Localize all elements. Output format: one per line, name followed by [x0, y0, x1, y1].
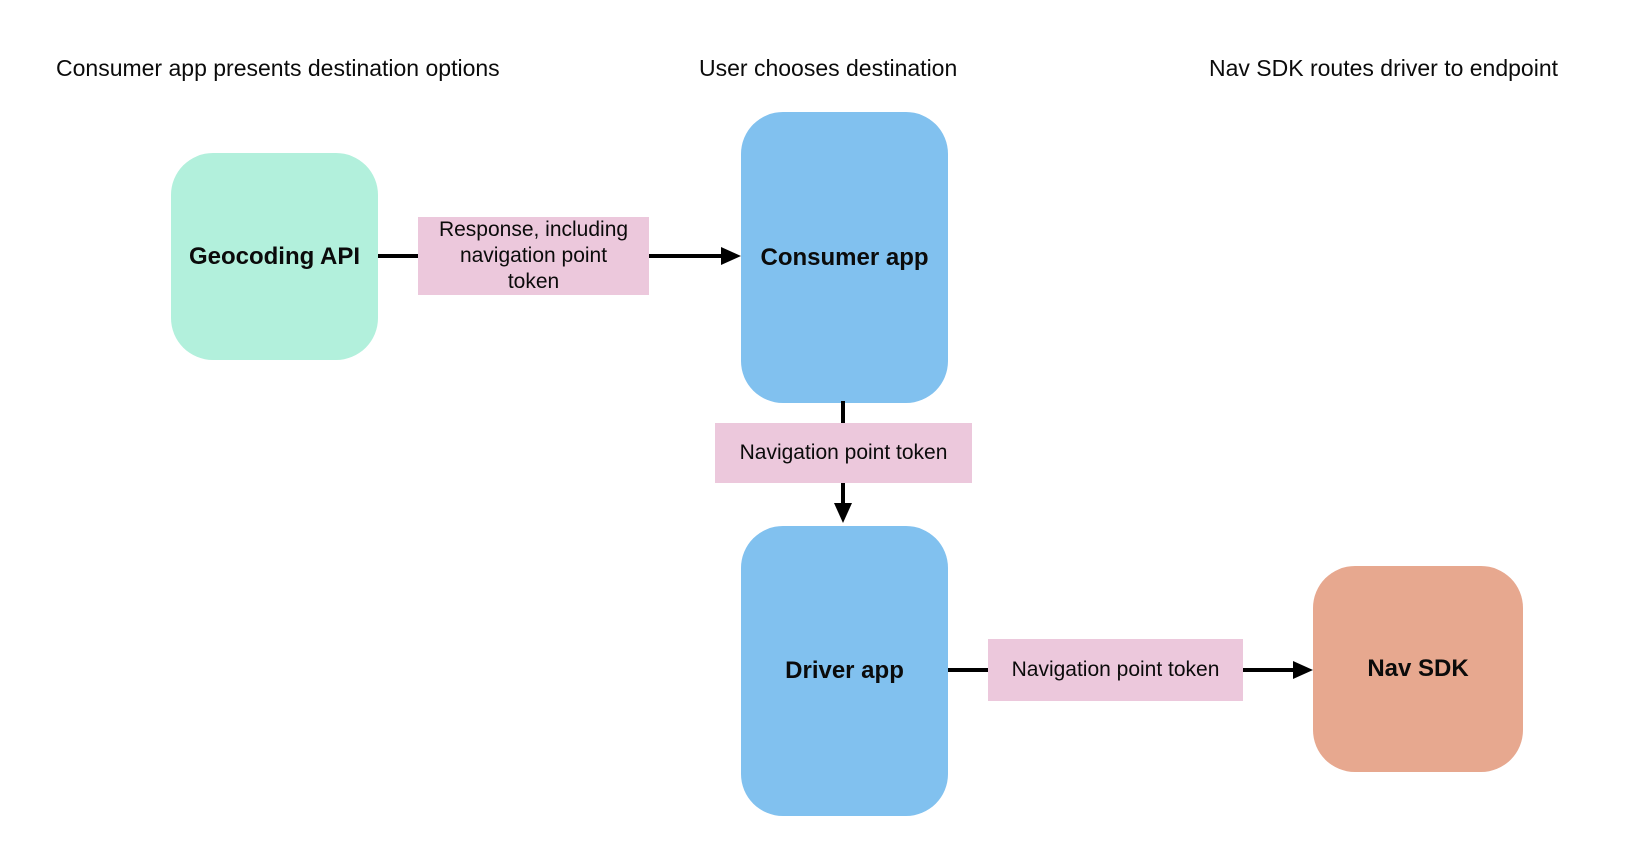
edge2-arrowhead-down-icon	[834, 503, 852, 523]
edge2-label: Navigation point token	[715, 423, 972, 483]
node-driver-app: Driver app	[741, 526, 948, 816]
node-geocoding-api: Geocoding API	[171, 153, 378, 360]
node-geocoding-api-label: Geocoding API	[188, 242, 361, 270]
stage-label-user-chooses: User chooses destination	[699, 55, 958, 81]
edge3-arrowhead-right-icon	[1293, 661, 1313, 679]
node-nav-sdk-label: Nav SDK	[1367, 655, 1469, 682]
edge1-line-start	[378, 254, 418, 258]
stage-label-consumer-presents: Consumer app presents destination option…	[56, 55, 500, 81]
node-nav-sdk: Nav SDK	[1313, 566, 1523, 772]
edge3-label: Navigation point token	[988, 639, 1243, 701]
node-consumer-app-label: Consumer app	[760, 243, 929, 271]
stage-label-nav-sdk-routes: Nav SDK routes driver to endpoint	[1209, 55, 1559, 81]
node-driver-app-label: Driver app	[785, 657, 904, 684]
edge1-arrowhead-right-icon	[721, 247, 741, 265]
edge3-line-end	[1243, 668, 1293, 672]
edge1-label: Response, including navigation point tok…	[418, 217, 649, 295]
edge1-line-end	[649, 254, 723, 258]
edge2-line-end	[841, 483, 845, 504]
edge3-line-start	[948, 668, 988, 672]
node-consumer-app: Consumer app	[741, 112, 948, 403]
edge2-line-start	[841, 401, 845, 423]
